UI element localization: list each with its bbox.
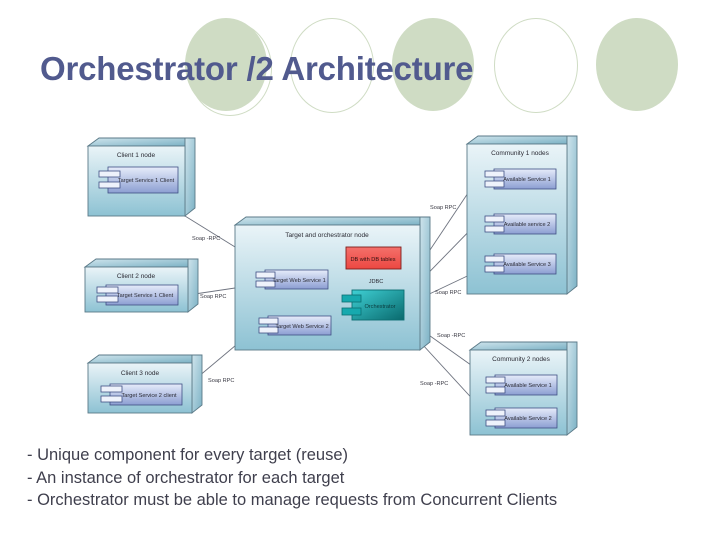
bullet-item-3: - Orchestrator must be able to manage re… [27,491,558,510]
svg-text:JDBC: JDBC [369,279,384,285]
svg-text:Available Service 1: Available Service 1 [503,177,550,183]
header-decoration [0,0,720,130]
node-community-1: Community 1 nodes Available Service 1 Av… [465,135,578,295]
deco-circle-ring-3 [494,18,578,113]
deco-circle-ring-1 [188,21,272,116]
svg-text:Target Web Service 1: Target Web Service 1 [272,278,325,284]
deco-circle-ring-2 [290,18,374,113]
architecture-diagram: Client 1 node Target Service 1 Client Cl… [0,120,720,450]
bullet-item-1: - Unique component for every target (reu… [27,446,348,464]
label-soap-rpc-client3: Soap RPC [208,378,234,384]
svg-text:Community 2 nodes: Community 2 nodes [492,356,551,363]
deco-circle-filled-2 [392,18,474,111]
label-soap-rpc-comm1-b: Soap RPC [435,290,461,296]
svg-text:Available Service 1: Available Service 1 [504,383,551,389]
label-soap-rpc-comm2-b: Soap -RPC [420,381,448,387]
svg-text:Available Service 3: Available Service 3 [503,262,550,268]
svg-text:Community 1 nodes: Community 1 nodes [491,150,550,157]
node-client-2: Client 2 node Target Service 1 Client [83,258,199,313]
node-target-orchestrator: Target and orchestrator node Target Web … [233,216,431,351]
svg-text:Target and orchestrator node: Target and orchestrator node [285,232,369,239]
svg-text:Target Web Service 2: Target Web Service 2 [275,324,328,330]
svg-text:Available service 2: Available service 2 [504,222,551,228]
svg-text:Orchestrator: Orchestrator [364,304,395,310]
bullet-list: - Unique component for every target (reu… [27,444,687,512]
label-soap-rpc-comm2-a: Soap -RPC [437,333,465,339]
svg-text:Target Service 2 client: Target Service 2 client [121,393,176,399]
svg-text:Target Service 1 Client: Target Service 1 Client [118,178,175,184]
node-client-1: Client 1 node Target Service 1 Client [86,137,196,217]
node-client-3: Client 3 node Target Service 2 client [86,354,203,414]
node-community-2: Community 2 nodes Available Service 1 Av… [468,341,578,436]
svg-text:Target Service 1 Client: Target Service 1 Client [117,293,174,299]
svg-text:Available Service 2: Available Service 2 [504,416,551,422]
slide-title: Orchestrator /2 Architecture [40,50,474,87]
svg-text:Client 1 node: Client 1 node [117,152,156,159]
svg-text:Client 2 node: Client 2 node [117,273,156,280]
svg-text:DB with DB tables: DB with DB tables [350,257,395,263]
bullet-item-2: - An instance of orchestrator for each t… [27,468,345,487]
label-soap-rpc-client2: Soap RPC [200,294,226,300]
deco-circle-filled-3 [596,18,678,111]
svg-text:Client 3 node: Client 3 node [121,370,160,377]
label-soap-rpc-client1: Soap -RPC [192,236,220,242]
label-soap-rpc-comm1-a: Soap RPC [430,205,456,211]
